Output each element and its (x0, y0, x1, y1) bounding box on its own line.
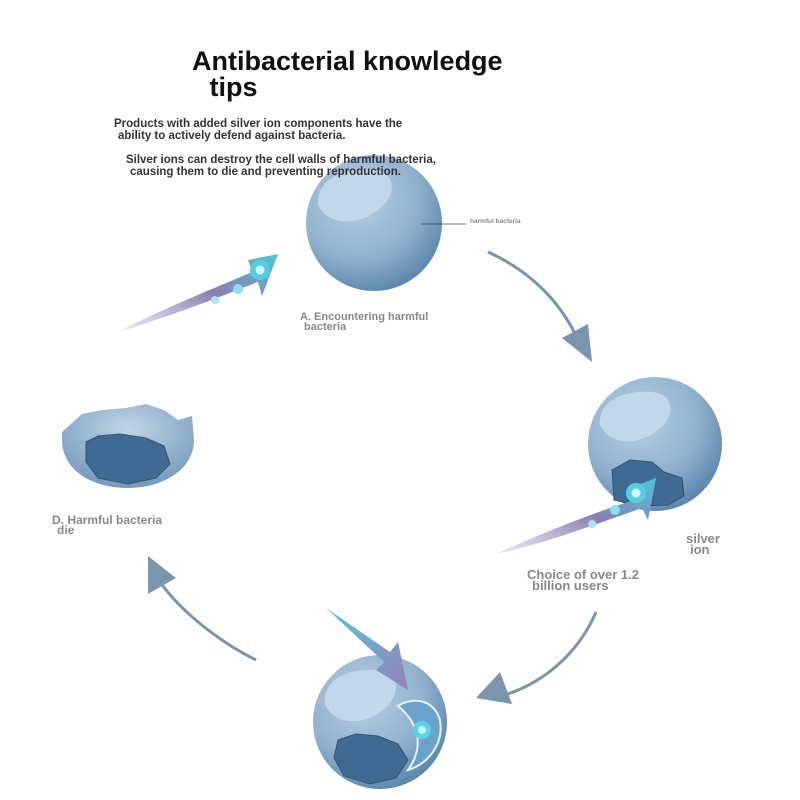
ion-arrow-to-cell-b (496, 478, 656, 554)
page-title-line-1: Antibacterial knowledge (192, 46, 503, 76)
cycle-arrows (158, 250, 598, 696)
arrow-a-to-b (487, 250, 580, 341)
users-claim-line-2: billion users (532, 578, 609, 593)
step-d-label-line-2: die (57, 523, 75, 537)
intro-text-line-2: ability to actively defend against bacte… (118, 130, 346, 142)
cell-b-attacked (588, 377, 722, 511)
intro-text-line-4: causing them to die and preventing repro… (130, 166, 401, 178)
intro-text-line-1: Products with added silver ion component… (114, 118, 403, 130)
ion-dot (233, 284, 243, 294)
users-claim-line-1: Choice of over 1.2 (527, 567, 639, 582)
arrow-head-b-to-c (476, 672, 512, 704)
cell-b-highlight (599, 391, 671, 442)
ion-burst-icon (413, 721, 431, 739)
harmful-bacteria-label: harmful bacteria (470, 218, 521, 225)
page-title-line-2: tips (202, 72, 258, 102)
arrow-head-c-to-d (148, 556, 176, 594)
cell-a-highlight (317, 169, 392, 222)
cell-c-highlight (324, 669, 396, 722)
ion-dot (610, 505, 620, 515)
step-a-label-line-1: A. Encountering harmful (300, 311, 429, 323)
arrow-b-to-c (507, 611, 598, 696)
silver-ion-label-line-2: ion (690, 542, 710, 557)
ion-burst-icon (626, 483, 646, 503)
cell-c-nucleus (333, 733, 409, 785)
ion-burst-icon (250, 260, 270, 280)
cell-d-dead (62, 404, 194, 488)
intro-text-line-3: Silver ions can destroy the cell walls o… (126, 154, 436, 166)
ion-dot (588, 520, 596, 528)
cell-d-nucleus (85, 433, 171, 485)
ion-dot (211, 296, 219, 304)
arrow-head-a-to-b (562, 324, 592, 362)
arrow-c-to-d (158, 581, 257, 662)
silver-ion-label-line-1: silver (686, 531, 720, 546)
ion-arrow-into-cell-c (326, 608, 408, 690)
step-a-label-line-2: bacteria (304, 321, 347, 333)
cell-a-healthy (306, 155, 442, 291)
cell-c-damaged (313, 655, 447, 789)
ion-arrow-to-cell-a (118, 254, 278, 332)
step-d-label-line-1: D. Harmful bacteria (52, 513, 163, 527)
